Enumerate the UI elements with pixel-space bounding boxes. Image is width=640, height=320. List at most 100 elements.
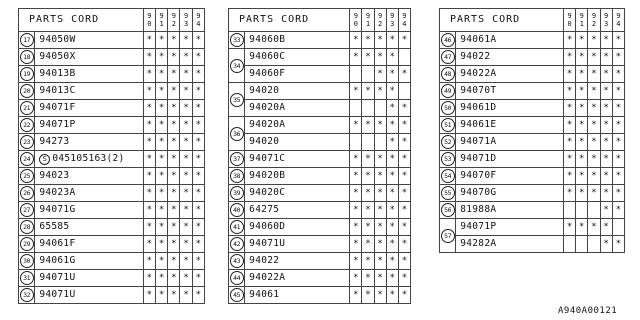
ref-number: 30 (19, 254, 34, 268)
year-mark: * (562, 133, 577, 151)
part-code-cell: 94023 (34, 167, 144, 185)
year-mark: * (373, 252, 387, 270)
year-mark: * (587, 133, 601, 151)
year-digit: 9 (147, 12, 152, 20)
year-mark: * (361, 269, 375, 287)
part-code-cell: 94020 (244, 82, 351, 100)
ref-number: 29 (19, 237, 34, 251)
ref-number-cell: 57 (438, 218, 457, 253)
year-mark: * (562, 31, 577, 49)
part-code-cell: 94022A (455, 65, 564, 83)
ref-number: 34 (229, 58, 244, 73)
part-code: 94061E (460, 119, 497, 131)
year-mark: * (599, 201, 613, 219)
year-mark: * (191, 235, 206, 253)
year-mark: * (167, 235, 181, 253)
year-mark: * (575, 116, 589, 134)
part-code-cell: 94071U (244, 235, 351, 253)
year-mark: * (397, 31, 412, 49)
part-code-cell: 94061A (455, 31, 564, 49)
ref-number-cell: 38 (227, 167, 246, 185)
year-mark: * (154, 269, 169, 287)
ref-number: 43 (229, 254, 244, 268)
ref-number-cell: 33 (227, 31, 246, 49)
year-mark: * (167, 201, 181, 219)
year-mark: * (373, 286, 387, 304)
year-mark: * (575, 65, 589, 83)
part-code-cell: 64275 (244, 201, 351, 219)
year-mark: * (179, 82, 193, 100)
year-mark: * (179, 252, 193, 270)
year-mark: * (191, 269, 206, 287)
year-mark: * (167, 286, 181, 304)
year-mark: * (142, 99, 156, 117)
year-mark: * (575, 48, 589, 66)
year-mark: * (611, 133, 626, 151)
part-code-cell: 94070T (455, 82, 564, 100)
year-mark: * (349, 31, 363, 49)
part-code: 94013C (39, 85, 76, 97)
year-mark (373, 133, 387, 151)
part-code: 94071U (39, 272, 76, 284)
part-code: 94071F (39, 102, 76, 114)
year-mark: * (599, 116, 613, 134)
ref-number-cell: 23 (17, 133, 36, 151)
year-mark: * (373, 48, 387, 66)
year-mark: * (167, 133, 181, 151)
ref-number-cell: 20 (17, 82, 36, 100)
year-mark: * (385, 184, 399, 202)
year-digit: 9 (196, 12, 201, 20)
year-mark: * (167, 218, 181, 236)
year-mark: * (191, 201, 206, 219)
part-code: 94023A (39, 187, 76, 199)
part-code: 94071U (249, 238, 286, 250)
year-mark: * (397, 116, 412, 134)
ref-number-cell: 49 (438, 82, 457, 100)
year-mark: * (587, 31, 601, 49)
ref-number: 31 (19, 271, 34, 285)
year-digit: 4 (616, 20, 621, 28)
part-code: 94020C (249, 187, 286, 199)
year-mark: * (142, 286, 156, 304)
year-mark: * (154, 99, 169, 117)
part-code: 94070G (460, 187, 497, 199)
part-code-cell: 94061 (244, 286, 351, 304)
part-code-cell: 94060B (244, 31, 351, 49)
year-digit: 9 (616, 12, 621, 20)
part-code: 94060C (249, 51, 286, 63)
year-mark: * (349, 235, 363, 253)
year-mark (575, 235, 589, 253)
part-code: 94071D (460, 153, 497, 165)
part-code-cell: 94013B (34, 65, 144, 83)
ref-number-cell: 35 (227, 82, 246, 117)
year-mark: * (385, 235, 399, 253)
year-mark: * (349, 252, 363, 270)
year-digit: 2 (591, 20, 597, 28)
year-mark: * (179, 167, 193, 185)
year-mark: * (142, 235, 156, 253)
ref-number-cell: 55 (438, 184, 457, 202)
year-mark: * (167, 82, 181, 100)
year-mark: * (191, 82, 206, 100)
ref-number: 32 (19, 288, 34, 302)
table-row: 94020** (229, 133, 412, 151)
year-mark: * (397, 218, 412, 236)
part-code-cell: 94061D (455, 99, 564, 117)
year-mark: * (179, 116, 193, 134)
